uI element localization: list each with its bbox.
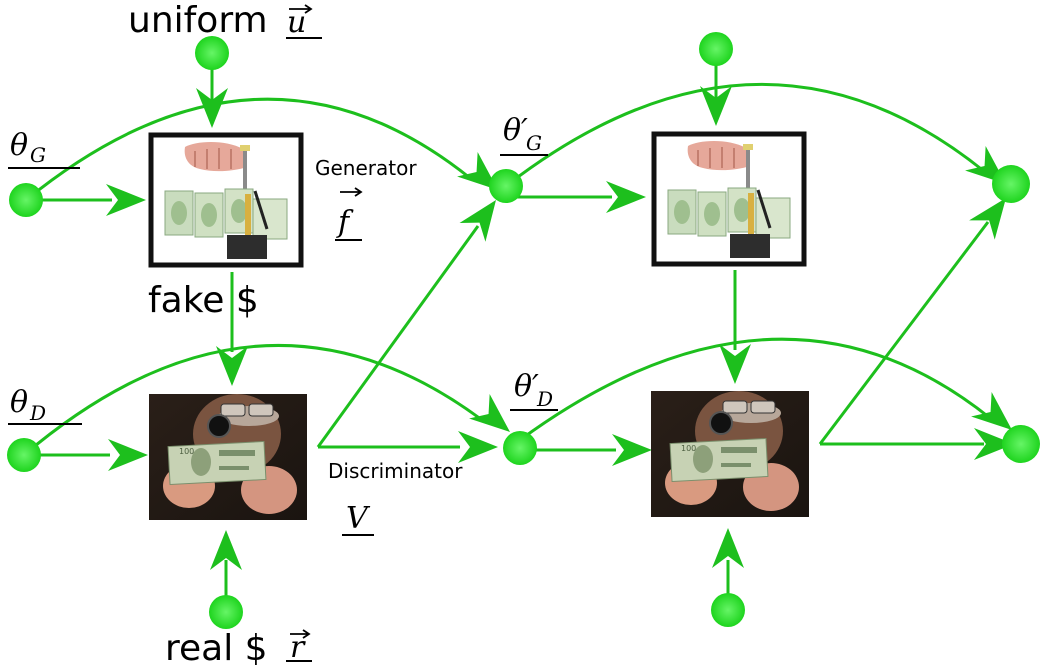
fake-label: fake $ <box>148 280 259 321</box>
generator-box-2 <box>651 131 807 267</box>
node-uniform-2 <box>699 32 733 66</box>
node-theta-g-final <box>992 165 1030 203</box>
node-uniform <box>195 36 229 70</box>
f-vector-arrow <box>340 187 363 197</box>
edge-discriminator2-to-finalG <box>818 221 990 445</box>
generator-box-1 <box>148 132 304 268</box>
node-theta-g-prime <box>489 169 523 203</box>
man-inspecting-banknote-icon <box>650 390 810 518</box>
theta-d-prime-symbol: θ′ <box>514 369 539 404</box>
uniform-symbol: u <box>287 5 306 40</box>
edge-thetaGprime-to-final <box>505 83 986 188</box>
node-theta-d-prime <box>503 431 537 465</box>
node-theta-d-final <box>1002 425 1040 463</box>
uniform-vector-arrow <box>289 4 313 14</box>
node-real <box>209 595 243 629</box>
theta-d-subscript: D <box>29 401 46 425</box>
discriminator-label: Discriminator <box>328 459 463 483</box>
edge-thetaG-to-thetaGprime <box>25 97 471 202</box>
edge-discriminator1-to-thetaGprime <box>316 225 480 448</box>
theta-g-prime-subscript: G <box>526 131 542 155</box>
discriminator-box-2 <box>650 390 810 518</box>
nodes <box>7 32 1040 629</box>
generator-label: Generator <box>315 156 417 180</box>
theta-g-prime-symbol: θ′ <box>503 113 528 148</box>
edge-thetaD-to-thetaDprime <box>23 343 483 457</box>
real-label: real $ <box>165 628 268 665</box>
labels: uniform u θ G θ′ G Generator f fake $ θ … <box>8 0 558 665</box>
hands-printing-money-icon <box>153 137 299 263</box>
arrowhead-thetaD-disc <box>108 439 148 471</box>
hands-printing-money-icon <box>656 136 802 262</box>
node-real-2 <box>711 593 745 627</box>
node-theta-d <box>7 438 41 472</box>
edges <box>23 50 991 598</box>
node-theta-g <box>9 183 43 217</box>
discriminator-box-1 <box>148 393 308 521</box>
arrowhead-disc-thetaDprime <box>458 431 498 463</box>
uniform-label: uniform <box>128 0 268 41</box>
real-symbol: r <box>290 630 306 665</box>
v-symbol: V <box>346 501 371 536</box>
f-symbol: f <box>336 205 354 240</box>
theta-d-symbol: θ <box>10 385 28 420</box>
edge-thetaDprime-to-final <box>519 337 991 442</box>
theta-g-subscript: G <box>30 143 46 167</box>
theta-g-symbol: θ <box>10 128 28 163</box>
man-inspecting-banknote-icon <box>148 393 308 521</box>
real-vector-arrow <box>290 629 311 639</box>
arrowhead-thetaDprime-disc2 <box>612 434 652 466</box>
theta-d-prime-subscript: D <box>536 387 553 411</box>
